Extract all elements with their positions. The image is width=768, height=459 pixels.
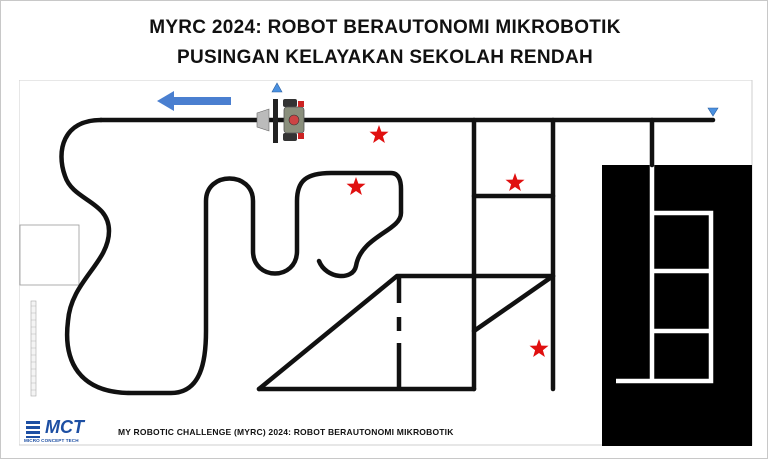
arrow-left-icon — [157, 91, 231, 111]
page-title: MYRC 2024: ROBOT BERAUTONOMI MIKROBOTIK — [149, 17, 621, 38]
mct-logo — [26, 421, 40, 438]
scale-ruler — [30, 300, 37, 397]
track-mat — [19, 80, 753, 446]
page-subtitle: PUSINGAN KELAYAKAN SEKOLAH RENDAH — [177, 47, 593, 68]
logo-brand: MCT — [45, 417, 84, 437]
star-icon — [346, 177, 366, 195]
black-track — [59, 117, 716, 396]
logo-subtitle: MICRO CONCEPT TECH — [24, 438, 79, 443]
start-box — [19, 224, 80, 286]
triangle-up-icon — [271, 82, 283, 93]
star-icon — [529, 339, 549, 357]
checkpoint-stars — [346, 125, 549, 357]
white-track — [616, 165, 714, 384]
black-zone — [602, 165, 752, 446]
footer-caption: MY ROBOTIC CHALLENGE (MYRC) 2024: ROBOT … — [118, 427, 454, 437]
star-icon — [369, 125, 389, 143]
triangle-down-icon — [707, 107, 719, 117]
star-icon — [505, 173, 525, 191]
robot-car-icon — [256, 99, 305, 143]
